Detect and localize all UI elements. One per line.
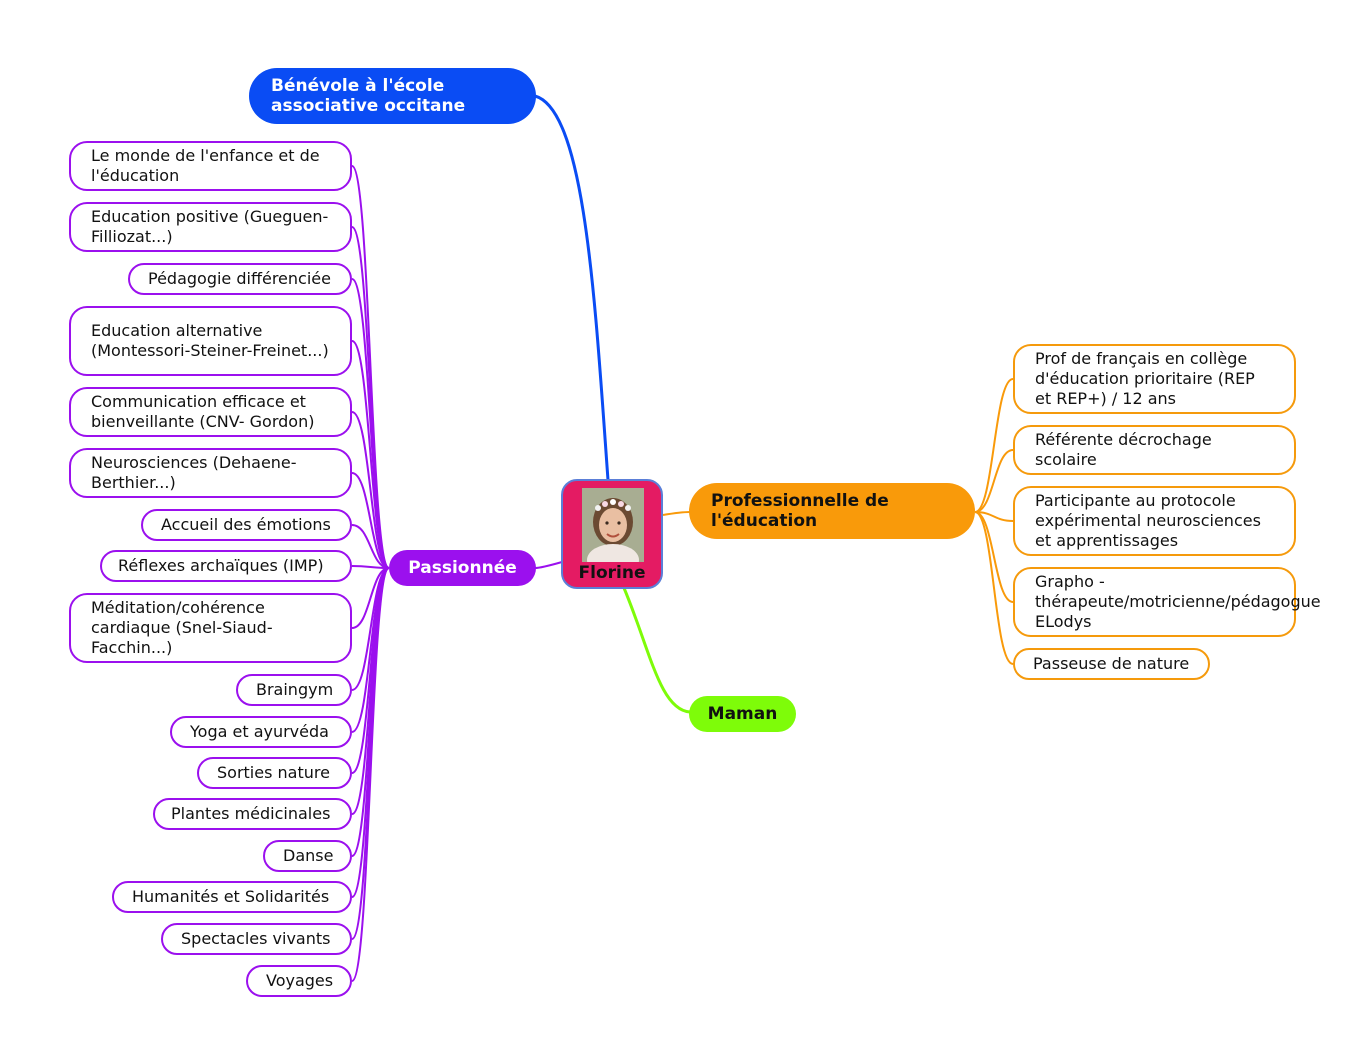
maman-label: Maman	[707, 704, 778, 724]
pro-item[interactable]: Référente décrochage scolaire	[1013, 425, 1296, 475]
passion-item[interactable]: Réflexes archaïques (IMP)	[100, 550, 352, 582]
center-node[interactable]: Florine	[561, 479, 663, 589]
pro-item[interactable]: Prof de français en collège d'éducation …	[1013, 344, 1296, 414]
link-maman	[622, 587, 691, 714]
connector-line	[351, 565, 390, 569]
connector-line	[351, 411, 390, 569]
passion-item[interactable]: Méditation/cohérence cardiaque (Snel-Sia…	[69, 593, 352, 663]
passionnee-label: Passionnée	[408, 558, 517, 578]
connector-line	[974, 511, 1014, 665]
connector-line	[974, 511, 1014, 522]
connector-line	[351, 567, 390, 857]
pro-item[interactable]: Passeuse de nature	[1013, 648, 1210, 680]
passion-item[interactable]: Communication efficace et bienveillante …	[69, 387, 352, 437]
center-label: Florine	[578, 563, 646, 583]
passion-item[interactable]: Danse	[263, 840, 352, 872]
passion-item[interactable]: Sorties nature	[197, 757, 352, 789]
pro-item[interactable]: Grapho - thérapeute/motricienne/pédagogu…	[1013, 567, 1321, 637]
benevole-node[interactable]: Bénévole à l'école associative occitane	[249, 68, 536, 124]
passion-item[interactable]: Education alternative (Montessori-Steine…	[69, 306, 352, 376]
passion-item[interactable]: Education positive (Gueguen-Filliozat...…	[69, 202, 352, 252]
benevole-label: Bénévole à l'école associative occitane	[271, 76, 466, 116]
passion-item[interactable]: Pédagogie différenciée	[128, 263, 352, 295]
connector-line	[351, 165, 390, 569]
passion-item[interactable]: Spectacles vivants	[161, 923, 352, 955]
maman-node[interactable]: Maman	[689, 696, 796, 732]
passion-item[interactable]: Neurosciences (Dehaene-Berthier...)	[69, 448, 352, 498]
pro-item[interactable]: Participante au protocole expérimental n…	[1013, 486, 1296, 556]
passion-item[interactable]: Plantes médicinales	[153, 798, 352, 830]
connector-line	[351, 567, 390, 982]
passion-item[interactable]: Humanités et Solidarités	[112, 881, 352, 913]
professionnelle-label: Professionnelle de l'éducation	[711, 491, 889, 531]
portrait-photo-icon	[582, 488, 644, 562]
connector-line	[351, 340, 390, 569]
link-passionnee	[534, 561, 563, 569]
connector-line	[351, 567, 390, 629]
connector-line	[351, 472, 390, 569]
connector-line	[974, 449, 1014, 513]
passion-item[interactable]: Yoga et ayurvéda	[170, 716, 352, 748]
connector-line	[351, 524, 390, 569]
passion-item[interactable]: Voyages	[246, 965, 352, 997]
passion-item[interactable]: Accueil des émotions	[141, 509, 352, 541]
passion-item[interactable]: Braingym	[236, 674, 352, 706]
passionnee-links	[351, 165, 390, 982]
professionnelle-node[interactable]: Professionnelle de l'éducation	[689, 483, 975, 539]
professionnelle-links	[974, 378, 1014, 665]
link-professionnelle	[662, 511, 691, 516]
connector-line	[974, 378, 1014, 513]
link-benevole	[534, 94, 610, 481]
passionnee-node[interactable]: Passionnée	[389, 550, 536, 586]
passion-item[interactable]: Le monde de l'enfance et de l'éducation	[69, 141, 352, 191]
